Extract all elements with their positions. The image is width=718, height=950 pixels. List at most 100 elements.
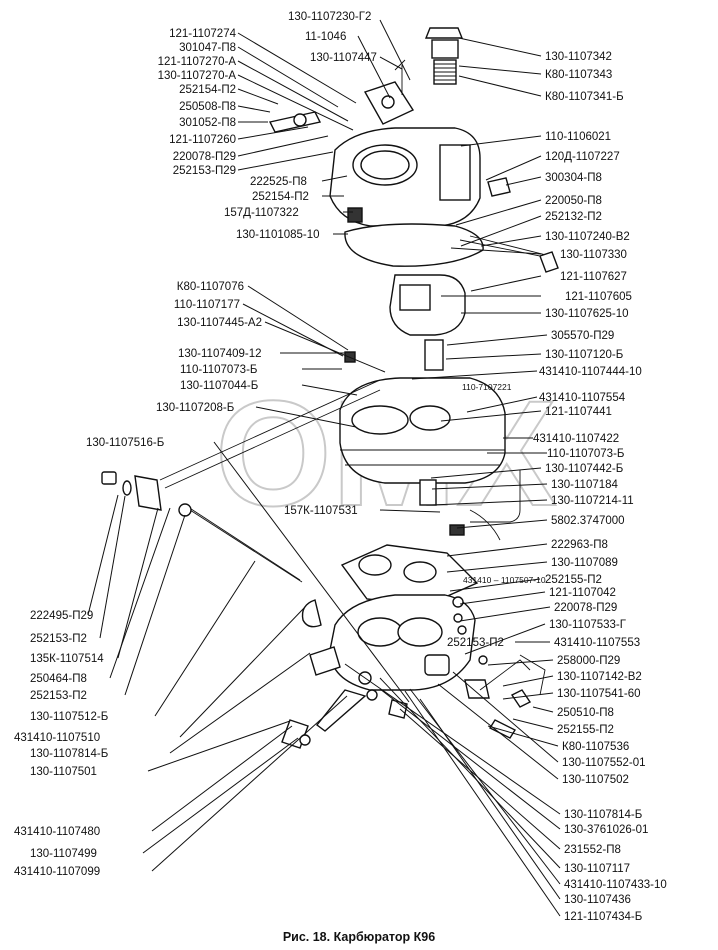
- label: 431410-1107554: [539, 392, 626, 404]
- label: 252154-П2: [252, 191, 309, 203]
- label: 130-1107184: [551, 479, 619, 491]
- label: 231552-П8: [564, 844, 621, 856]
- label: 130-1107442-Б: [545, 463, 623, 475]
- label: 130-1107541-60: [557, 688, 641, 700]
- label: 301052-П8: [179, 117, 236, 129]
- figure-caption: Рис. 18. Карбюратор К96: [283, 930, 435, 944]
- label: 252153-П2: [30, 633, 87, 645]
- label: 110-1107073-Б: [547, 448, 624, 460]
- mixing-chamber-body: [301, 544, 479, 691]
- left-bracket: [101, 471, 192, 517]
- label: 130-1107330: [560, 249, 627, 261]
- label: 130-1107230-Г2: [288, 11, 371, 23]
- label: 252153-П29: [173, 165, 236, 177]
- label: 431410-1107099: [14, 866, 100, 878]
- label: 121-1107042: [549, 587, 616, 599]
- label: 130-1107214-11: [551, 495, 634, 507]
- label: 121-1107605: [565, 291, 632, 303]
- label: 121-1107274: [169, 28, 237, 40]
- label: 110-1107177: [174, 299, 240, 311]
- label: 130-1107142-В2: [557, 671, 642, 683]
- label: 130-1107120-Б: [545, 349, 623, 361]
- label: К80-1107341-Б: [545, 91, 624, 103]
- label: 121-1107270-А: [158, 56, 237, 68]
- label: 130-1107502: [562, 774, 629, 786]
- label: 431410-1107510: [14, 732, 100, 744]
- label: 130-1107270-А: [158, 70, 237, 82]
- label: 252153-П2: [447, 637, 504, 649]
- label: 252155-П2: [545, 574, 602, 586]
- float-chamber-cover: [329, 127, 511, 227]
- label: 252153-П2: [30, 690, 87, 702]
- label: 250464-П8: [30, 673, 87, 685]
- label: 220050-П8: [545, 195, 602, 207]
- label: 130-1107342: [545, 51, 612, 63]
- label: 258000-П29: [557, 655, 620, 667]
- label: 130-1107089: [551, 557, 618, 569]
- label: 110-7107221: [462, 382, 512, 392]
- parts-drawing: [101, 27, 559, 749]
- label: 431410-1107444-10: [539, 366, 642, 378]
- label: 130-1107240-В2: [545, 231, 630, 243]
- label: 431410-1107422: [533, 433, 619, 445]
- label: 431410-1107553: [554, 637, 640, 649]
- label: 11-1046: [305, 31, 346, 43]
- label: 130-1101085-10: [236, 229, 320, 241]
- label: 121-1107441: [545, 406, 612, 418]
- label: 222963-П8: [551, 539, 608, 551]
- label: 222525-П8: [250, 176, 307, 188]
- label: 130-1107516-Б: [86, 437, 164, 449]
- label: 130-1107512-Б: [30, 711, 108, 723]
- label: 431410-1107480: [14, 826, 100, 838]
- label: 130-1107499: [30, 848, 97, 860]
- label: 157К-1107531: [284, 505, 358, 517]
- label: 130-3761026-01: [564, 824, 648, 836]
- label: К80-1107343: [545, 69, 612, 81]
- label: 301047-П8: [179, 42, 236, 54]
- label: 431410-1107433-10: [564, 879, 667, 891]
- label: 130-1107533-Г: [549, 619, 627, 631]
- label: 252132-П2: [545, 211, 602, 223]
- label: 130-1107044-Б: [180, 380, 258, 392]
- label: 220078-П29: [554, 602, 617, 614]
- float-chamber-body: [339, 339, 506, 506]
- label: 222495-П29: [30, 610, 93, 622]
- label: 110-1106021: [545, 131, 611, 143]
- pump-linkage: [389, 235, 559, 336]
- misc-small-parts: [452, 596, 532, 708]
- label: 120Д-1107227: [545, 151, 620, 163]
- throttle-lever-assembly: [268, 59, 415, 133]
- label: 110-1107073-Б: [180, 364, 257, 376]
- label: 121-1107434-Б: [564, 911, 642, 923]
- label: 252155-П2: [557, 724, 614, 736]
- label: 250510-П8: [557, 707, 614, 719]
- label: К80-1107076: [177, 281, 244, 293]
- label: 130-1107552-01: [562, 757, 646, 769]
- label: К80-1107536: [562, 741, 629, 753]
- label: 431410 – 1107507-10: [463, 575, 546, 585]
- label: 130-1107436: [564, 894, 631, 906]
- label: 130-1107814-Б: [30, 748, 108, 760]
- label: 300304-П8: [545, 172, 602, 184]
- label: 130-1107208-Б: [156, 402, 234, 414]
- leader-lines: [87, 19, 561, 917]
- label: 305570-П29: [551, 330, 614, 342]
- label: 130-1107117: [564, 863, 630, 875]
- label: 252154-П2: [179, 84, 236, 96]
- label: 135К-1107514: [30, 653, 104, 665]
- label: 130-1107625-10: [545, 308, 629, 320]
- label: 130-1107445-А2: [177, 317, 262, 329]
- label: 157Д-1107322: [224, 207, 299, 219]
- label: 130-1107501: [30, 766, 97, 778]
- label: 130-1107447: [310, 52, 377, 64]
- callout-labels: 121-1107274 301047-П8 121-1107270-А 130-…: [14, 11, 667, 923]
- label: 121-1107260: [169, 134, 236, 146]
- fuel-filter-assembly: [424, 27, 464, 85]
- label: 130-1107409-12: [178, 348, 262, 360]
- label: 5802.3747000: [551, 515, 625, 527]
- label: 250508-П8: [179, 101, 236, 113]
- label: 130-1107814-Б: [564, 809, 642, 821]
- rod-set: [159, 379, 521, 583]
